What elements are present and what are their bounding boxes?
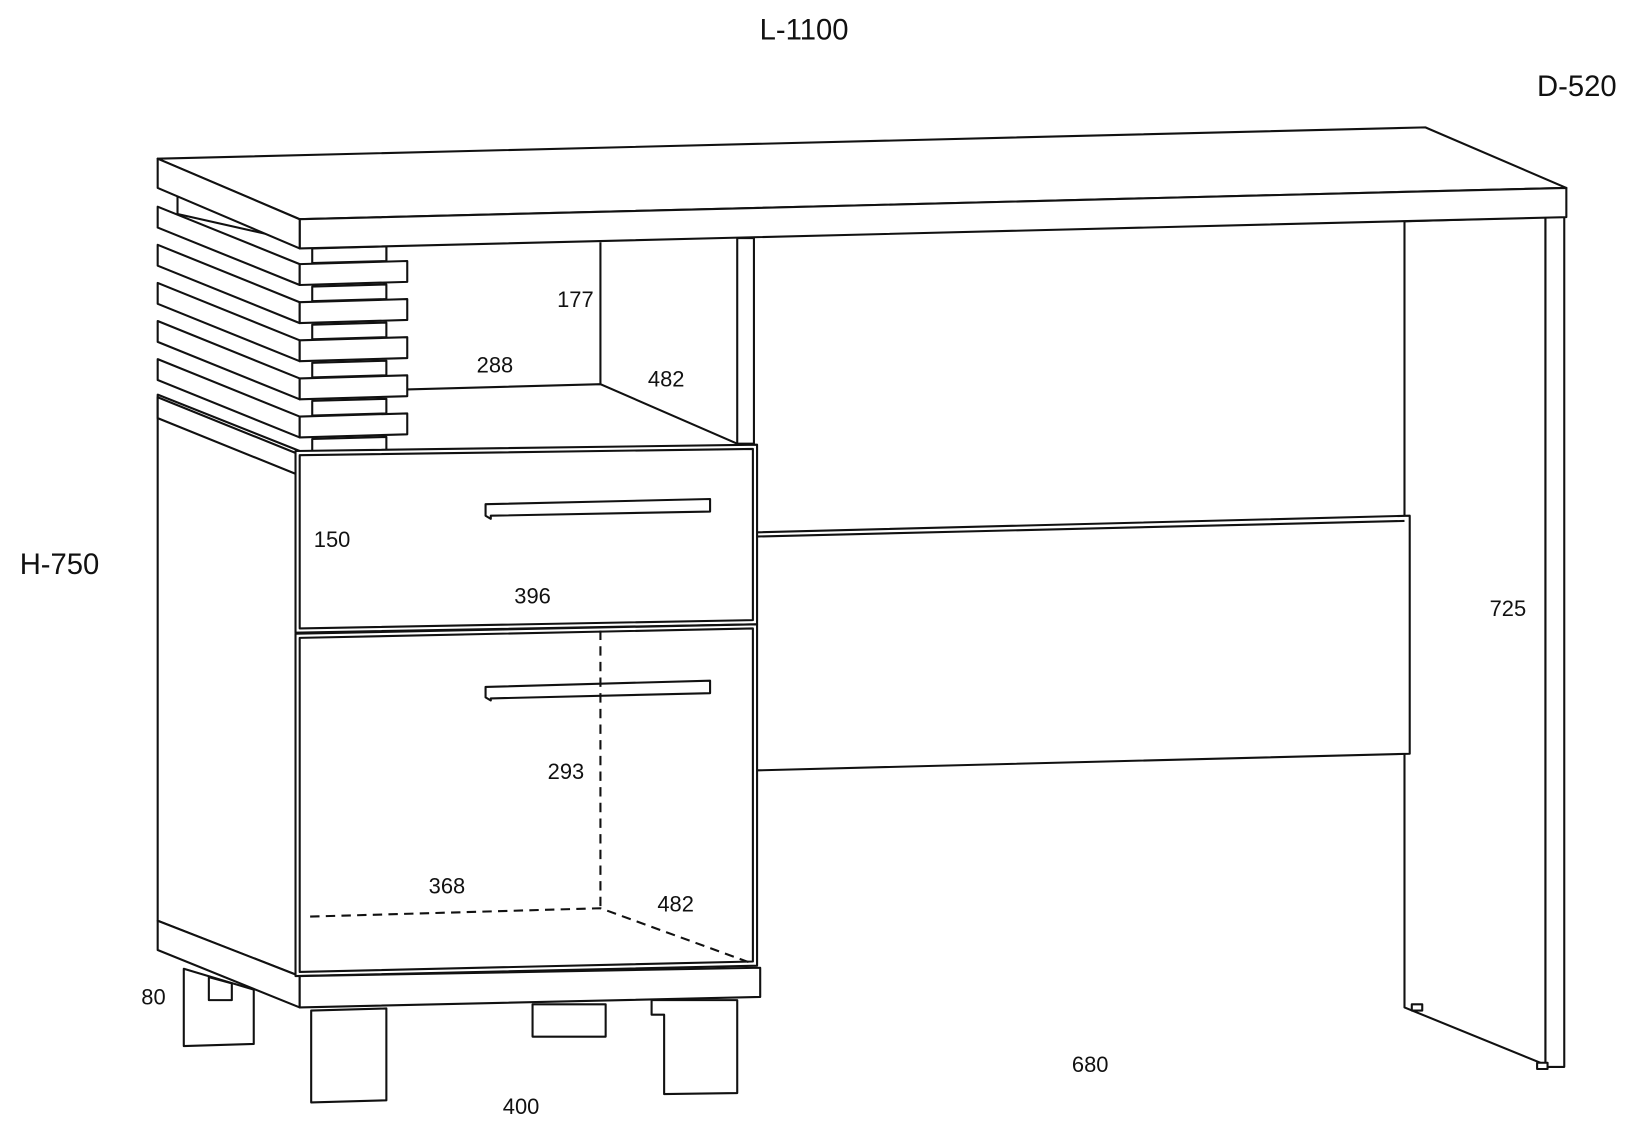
label-cabinet-width: 368 [429,874,466,899]
label-shelf-width: 288 [477,353,514,378]
label-drawer-width: 396 [514,583,551,608]
label-leg-height: 80 [141,984,165,1009]
drawer-handle [484,497,712,520]
desk-top [156,126,1568,250]
fin [311,359,388,379]
label-shelf-height: 177 [557,287,594,312]
fin [311,397,388,417]
label-height: H-750 [20,549,100,581]
label-cabinet-height: 293 [548,759,585,784]
cabinet-side [156,393,301,1009]
label-drawer-height: 150 [314,527,351,552]
fin [311,283,388,303]
label-knee-width: 680 [1072,1052,1109,1077]
drawer-front [294,443,759,634]
fin [298,336,409,363]
plinth [298,966,762,1009]
fin [298,412,409,439]
label-shelf-depth: 482 [648,366,685,391]
fin [298,374,409,401]
label-length: L-1100 [760,15,849,47]
modesty-panel [752,514,1411,772]
label-leg-panel-height: 725 [1490,596,1527,621]
feet [182,967,739,1104]
fin [311,321,388,341]
fin [298,259,409,287]
cabinet-door [294,623,759,978]
open-shelf [407,236,755,445]
door-handle [484,679,712,702]
label-cabinet-depth: 482 [657,891,694,916]
right-leg-panel [1403,216,1566,1071]
label-depth: D-520 [1537,71,1617,103]
fin [298,298,409,325]
label-base-width: 400 [503,1094,540,1119]
